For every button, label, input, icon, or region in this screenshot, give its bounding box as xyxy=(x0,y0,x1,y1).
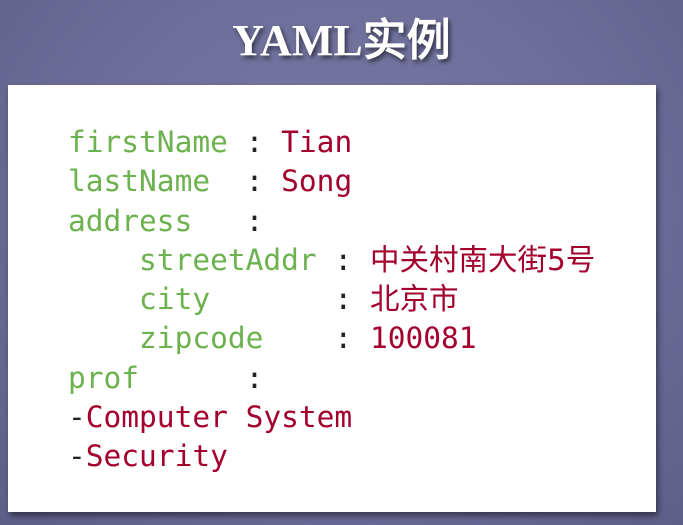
code-panel: firstName : Tian lastName : Song address… xyxy=(8,85,656,512)
yaml-list-dash: - xyxy=(68,400,86,435)
code-line: city : 北京市 xyxy=(68,280,595,319)
yaml-list-item: Computer System xyxy=(85,400,353,435)
code-line: prof : xyxy=(68,359,595,398)
code-line: -Security xyxy=(68,437,595,476)
yaml-separator: : xyxy=(334,242,370,277)
yaml-separator: : xyxy=(245,360,264,395)
yaml-value: 北京市 xyxy=(369,282,459,317)
yaml-value: 中关村南大街5号 xyxy=(369,242,596,277)
yaml-separator: : xyxy=(245,203,264,238)
yaml-key: city xyxy=(139,282,211,317)
yaml-key: streetAddr xyxy=(139,242,317,277)
yaml-key: address xyxy=(68,203,193,238)
code-line: lastName : Song xyxy=(68,162,595,201)
slide-title: YAML实例 xyxy=(232,16,451,65)
yaml-value: Song xyxy=(281,164,353,199)
code-line: streetAddr : 中关村南大街5号 xyxy=(68,241,595,280)
yaml-separator: : xyxy=(334,282,370,317)
yaml-value: 100081 xyxy=(369,321,477,356)
yaml-list-dash: - xyxy=(68,439,86,474)
code-line: firstName : Tian xyxy=(68,123,595,162)
yaml-list-item: Security xyxy=(85,439,228,474)
yaml-separator: : xyxy=(334,321,370,356)
yaml-key: prof xyxy=(68,360,140,395)
yaml-separator: : xyxy=(245,164,282,199)
yaml-key: firstName xyxy=(68,125,228,159)
yaml-code-block: firstName : Tian lastName : Song address… xyxy=(68,123,595,477)
yaml-key: lastName xyxy=(68,164,211,199)
code-line: address : xyxy=(68,202,595,241)
yaml-value: Tian xyxy=(281,125,353,159)
code-line: zipcode : 100081 xyxy=(68,319,595,358)
code-line: -Computer System xyxy=(68,398,595,437)
yaml-separator: : xyxy=(245,125,282,159)
yaml-key: zipcode xyxy=(139,321,264,356)
